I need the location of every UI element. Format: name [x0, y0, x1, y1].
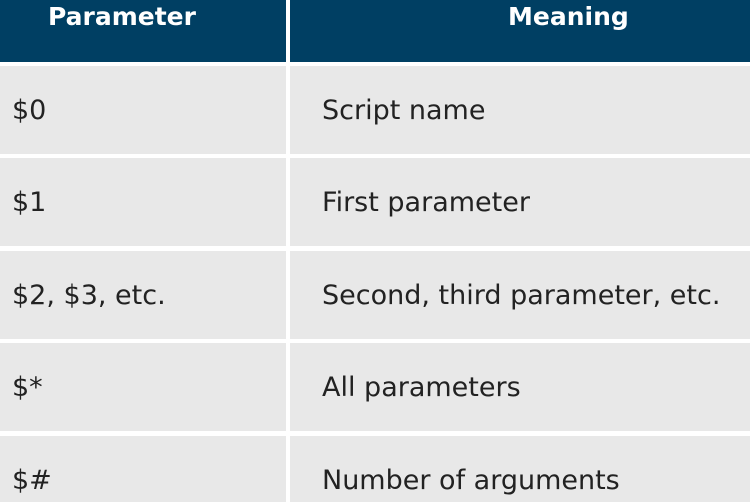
meaning-cell: First parameter	[290, 158, 750, 246]
parameter-cell: $2, $3, etc.	[0, 251, 286, 339]
meaning-cell: Number of arguments	[290, 436, 750, 502]
table-row: $1 First parameter	[0, 158, 750, 246]
parameter-cell: $*	[0, 343, 286, 431]
table-row: $2, $3, etc. Second, third parameter, et…	[0, 251, 750, 339]
table-header: Parameter Meaning	[0, 0, 750, 62]
header-parameter: Parameter	[0, 0, 286, 62]
parameter-cell: $1	[0, 158, 286, 246]
meaning-cell: Second, third parameter, etc.	[290, 251, 750, 339]
table-row: $* All parameters	[0, 343, 750, 431]
parameter-cell: $#	[0, 436, 286, 502]
header-meaning: Meaning	[290, 0, 750, 62]
meaning-cell: Script name	[290, 66, 750, 154]
parameter-cell: $0	[0, 66, 286, 154]
table-row: $# Number of arguments	[0, 436, 750, 502]
table-row: $0 Script name	[0, 66, 750, 154]
meaning-cell: All parameters	[290, 343, 750, 431]
